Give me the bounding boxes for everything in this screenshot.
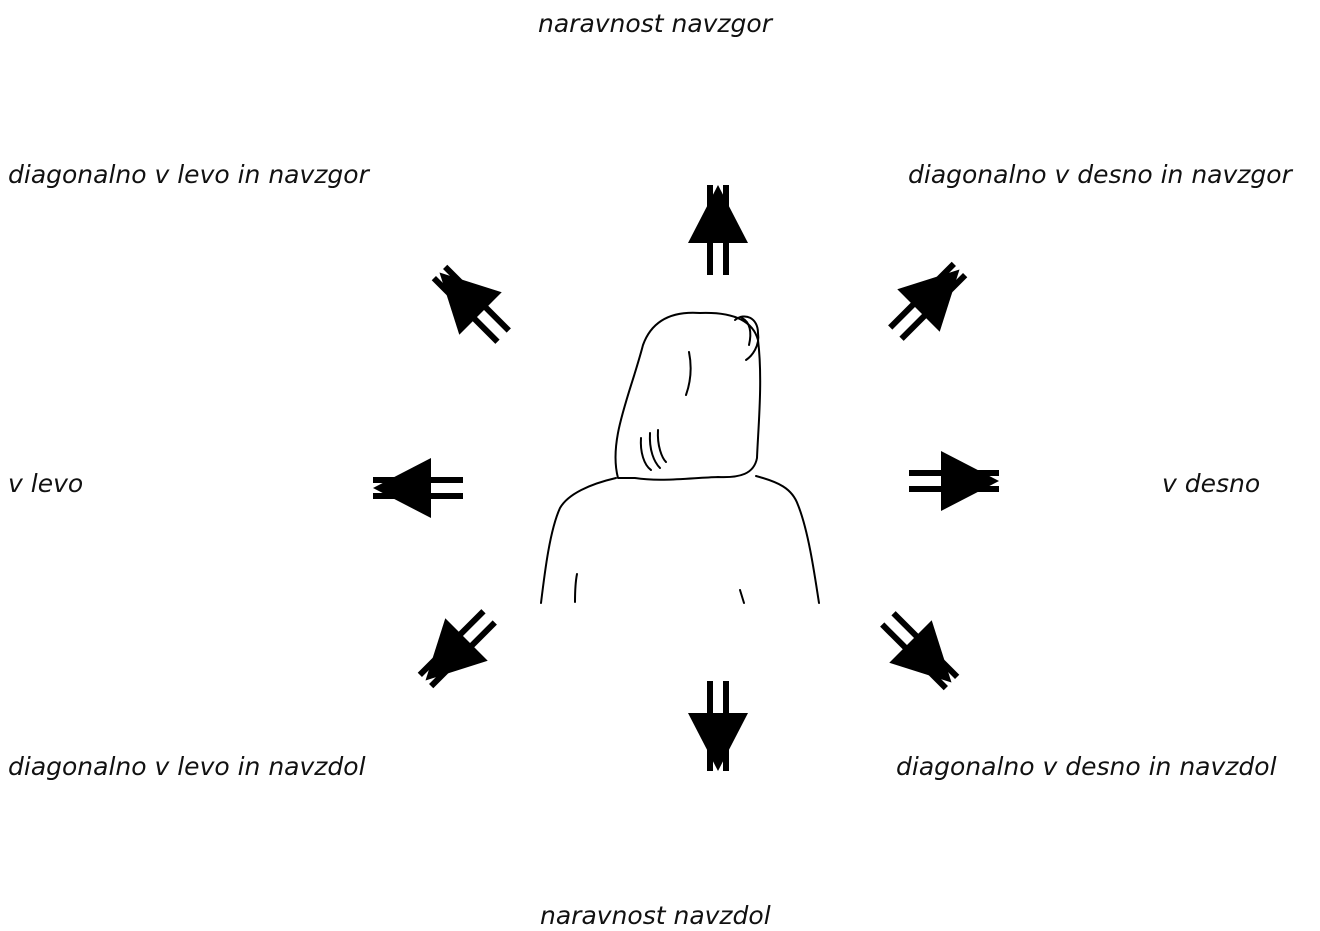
hair-strand-3 xyxy=(648,432,661,469)
label-diagonal-up-left: diagonalno v levo in navzgor xyxy=(8,160,369,189)
hair-knot-inner xyxy=(741,317,752,346)
right-arm-line xyxy=(739,589,745,604)
hair-strand-2 xyxy=(639,437,652,471)
label-diagonal-up-right: diagonalno v desno in navzgor xyxy=(908,160,1292,189)
label-right: v desno xyxy=(1162,469,1261,498)
arrow-down-icon xyxy=(688,681,748,771)
arrow-up-right-icon xyxy=(874,248,981,355)
label-diagonal-down-left: diagonalno v levo in navzdol xyxy=(8,752,366,781)
arrow-down-left-icon xyxy=(404,595,511,702)
left-shoulder xyxy=(540,477,617,604)
right-shoulder xyxy=(755,475,820,604)
label-diagonal-down-right: diagonalno v desno in navzdol xyxy=(896,752,1277,781)
label-straight-up: naravnost navzgor xyxy=(538,9,772,38)
arrow-up-left-icon xyxy=(418,251,525,358)
arrow-right-icon xyxy=(909,451,999,511)
left-arm-line xyxy=(574,573,578,603)
hair-strand-1 xyxy=(685,351,692,396)
label-left: v levo xyxy=(8,469,84,498)
label-straight-down: naravnost navzdol xyxy=(540,901,771,930)
arrow-up-icon xyxy=(688,185,748,275)
person-back-view xyxy=(540,311,820,604)
hair-knot xyxy=(734,315,760,361)
arrow-down-right-icon xyxy=(866,597,973,704)
hair-strand-4 xyxy=(656,429,667,463)
head-outline xyxy=(614,311,762,481)
arrow-left-icon xyxy=(373,458,463,518)
